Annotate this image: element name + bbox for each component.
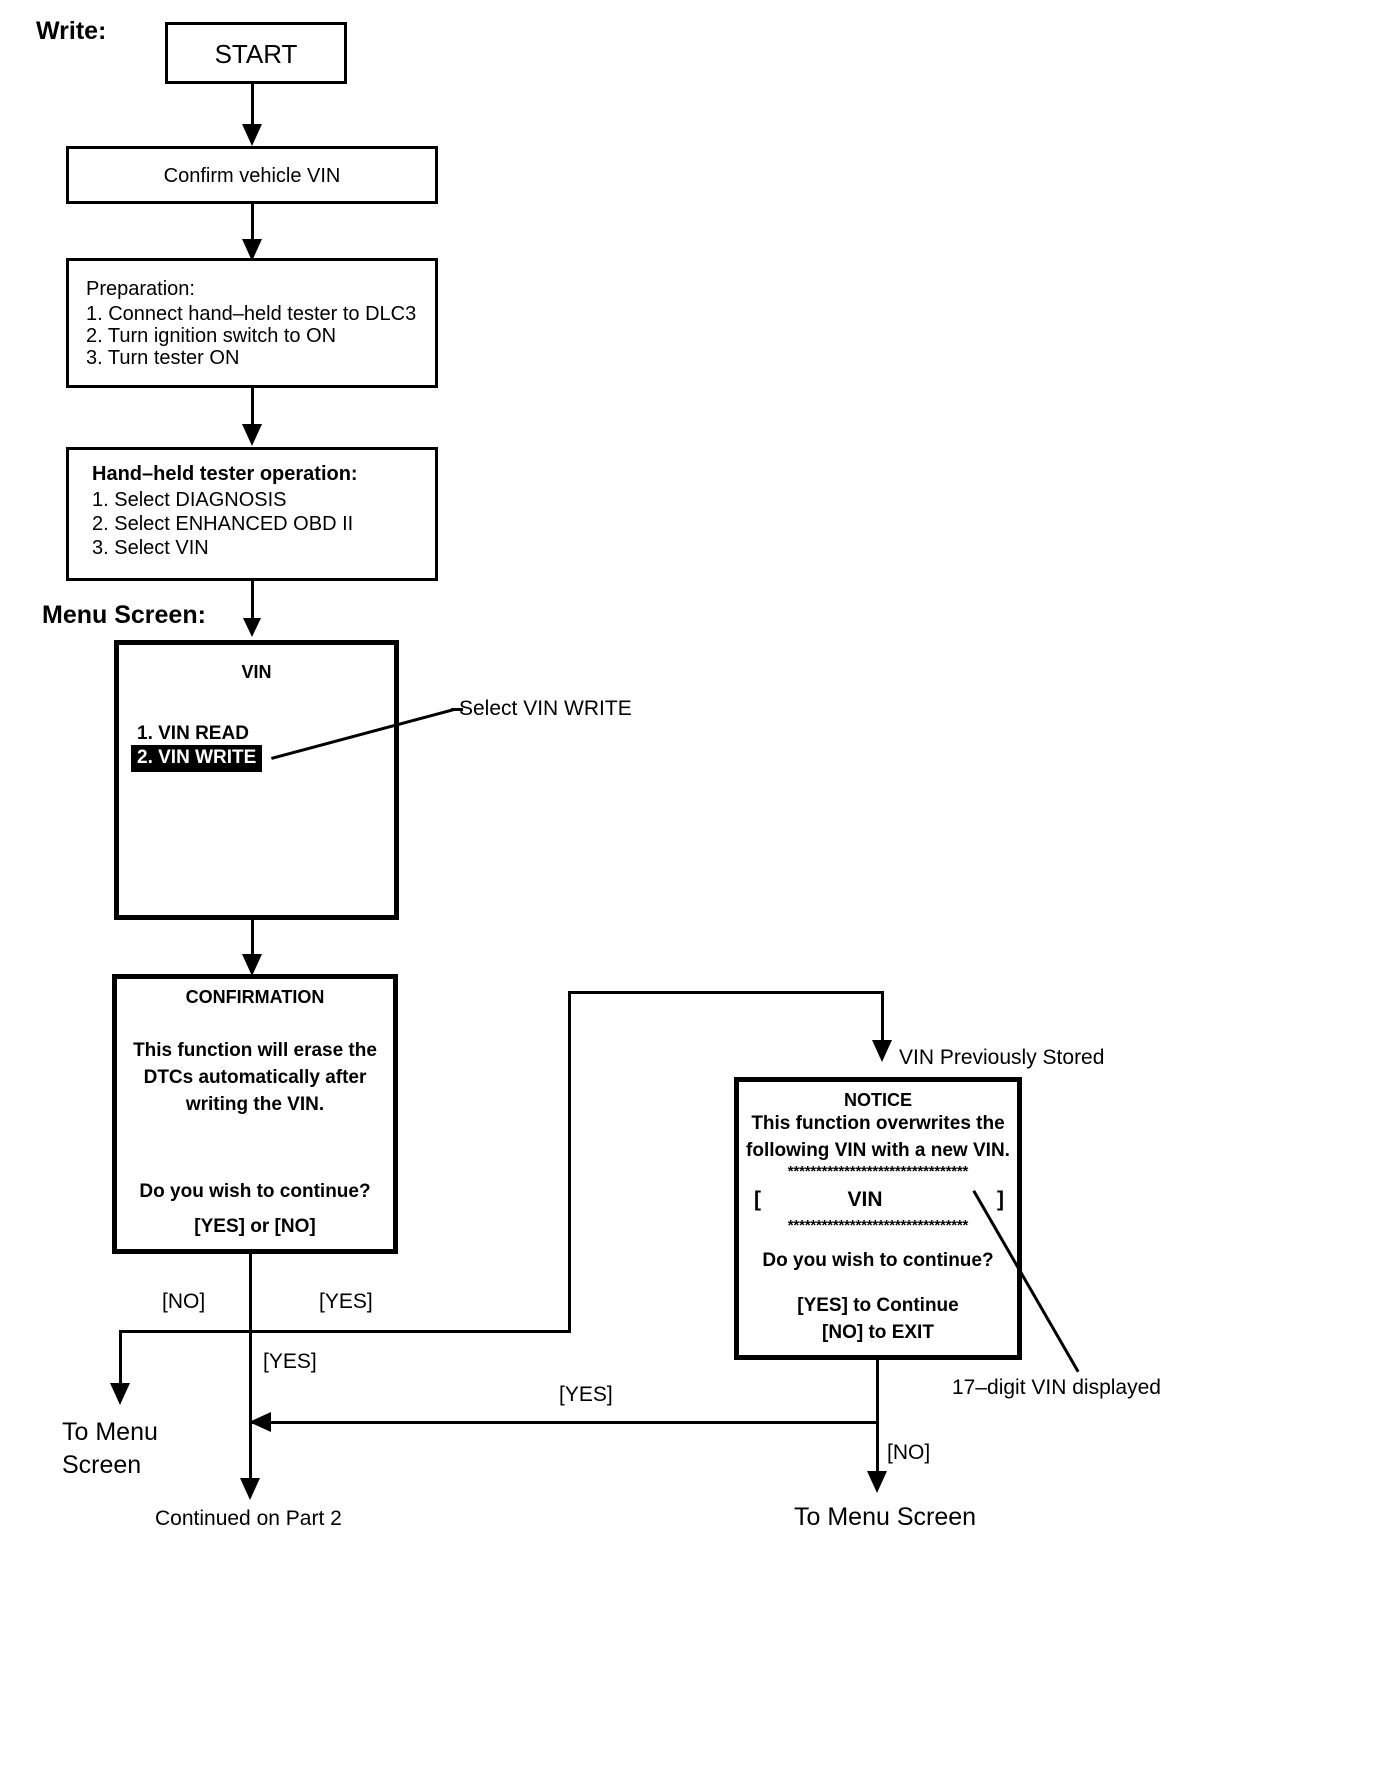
edge-notice-yes-left — [249, 1421, 879, 1424]
edge-vin-menu-to-confirmation — [251, 920, 254, 968]
node-preparation-heading: Preparation: — [86, 278, 195, 300]
screen-notice-option-yes: [YES] to Continue — [797, 1295, 959, 1316]
screen-notice-vin-bracket-close: ] — [996, 1188, 1004, 1211]
screen-confirmation — [112, 974, 398, 1254]
arrow-start-to-confirm — [242, 124, 262, 146]
arrow-confirmation-no — [110, 1383, 130, 1405]
screen-notice-option-no: [NO] to EXIT — [822, 1322, 934, 1343]
screen-notice-body-line-2: following VIN with a new VIN. — [746, 1140, 1010, 1161]
screen-notice-vin-bracket-open: [ — [754, 1188, 761, 1211]
node-tester-operation — [66, 447, 438, 581]
terminal-to-menu-screen-right: To Menu Screen — [794, 1503, 977, 1531]
screen-notice-separator-bottom: ******************************** — [787, 1217, 969, 1234]
edge-start-to-confirm — [251, 84, 254, 132]
screen-notice-question: Do you wish to continue? — [762, 1250, 994, 1271]
menu-item-vin-write-label: 2. VIN WRITE — [131, 745, 263, 772]
terminal-to-menu-screen-left-line-1: To Menu — [62, 1418, 158, 1446]
node-start-label: START — [214, 39, 298, 69]
arrow-preparation-to-operation — [242, 424, 262, 446]
edge-label-confirmation-yes-down: [YES] — [263, 1350, 317, 1373]
arrow-operation-to-vin-menu — [243, 618, 261, 637]
terminal-to-menu-screen-left-line-2: Screen — [62, 1451, 142, 1479]
edge-confirmation-stem — [249, 1254, 252, 1332]
edge-confirm-to-preparation — [251, 204, 254, 254]
edge-yes-to-notice-down — [881, 991, 884, 1047]
edge-label-notice-no: [NO] — [887, 1441, 931, 1464]
annotation-vin-previously-stored: VIN Previously Stored — [899, 1046, 1105, 1069]
node-preparation-step-1: 1. Connect hand–held tester to DLC3 — [86, 303, 417, 325]
edge-label-confirmation-no: [NO] — [162, 1290, 206, 1313]
node-preparation — [66, 258, 438, 388]
edge-notice-no-down — [876, 1421, 879, 1481]
node-start — [165, 22, 347, 84]
arrow-confirm-to-preparation — [242, 239, 262, 261]
label-menu-screen: Menu Screen: — [42, 601, 206, 629]
screen-confirmation-body-line-2: DTCs automatically after — [143, 1067, 367, 1088]
screen-notice-vin-line: [ VIN ] — [754, 1188, 1004, 1212]
edge-label-confirmation-yes-right: [YES] — [319, 1290, 373, 1313]
edge-confirmation-split-bar — [119, 1330, 571, 1333]
node-tester-operation-step-1: 1. Select DIAGNOSIS — [92, 489, 287, 511]
node-tester-operation-step-2: 2. Select ENHANCED OBD II — [92, 513, 354, 535]
edge-notice-stem — [876, 1360, 879, 1422]
edge-operation-to-vin-menu — [251, 581, 254, 623]
screen-notice-title: NOTICE — [843, 1090, 912, 1110]
arrow-notice-no — [867, 1471, 887, 1493]
arrow-vin-menu-to-confirmation — [242, 954, 262, 976]
screen-notice-vin-value: VIN — [847, 1188, 883, 1211]
screen-vin-menu-title: VIN — [241, 662, 272, 682]
edge-preparation-to-operation — [251, 388, 254, 438]
edge-confirmation-yes-top — [568, 991, 884, 994]
node-confirm-vin-label: Confirm vehicle VIN — [163, 165, 341, 187]
arrow-continued-part-2 — [240, 1478, 260, 1500]
arrow-notice-yes — [249, 1412, 271, 1432]
section-label-write: Write: — [36, 17, 107, 45]
terminal-continued-on-part-2: Continued on Part 2 — [155, 1507, 342, 1530]
screen-confirmation-title: CONFIRMATION — [185, 987, 325, 1007]
screen-vin-menu — [114, 640, 399, 920]
node-tester-operation-heading: Hand–held tester operation: — [92, 463, 358, 485]
screen-confirmation-question: Do you wish to continue? — [139, 1181, 371, 1202]
menu-item-vin-write[interactable]: 2. VIN WRITE — [131, 745, 263, 772]
screen-notice-separator-top: ******************************** — [787, 1163, 969, 1180]
annotation-select-vin-write: Select VIN WRITE — [459, 697, 632, 720]
edge-confirmation-yes-riser — [568, 991, 571, 1333]
screen-confirmation-body-line-3: writing the VIN. — [185, 1094, 325, 1115]
callout-tick-select-vin-write — [451, 708, 463, 711]
edge-label-notice-yes: [YES] — [559, 1383, 613, 1406]
node-tester-operation-step-3: 3. Select VIN — [92, 537, 209, 559]
arrow-yes-to-notice — [872, 1040, 892, 1062]
edge-confirmation-yes-down — [249, 1330, 252, 1490]
menu-item-vin-read[interactable]: 1. VIN READ — [137, 723, 249, 744]
screen-confirmation-options: [YES] or [NO] — [194, 1216, 316, 1237]
node-confirm-vin — [66, 146, 438, 204]
edge-confirmation-no-down — [119, 1330, 122, 1393]
annotation-vin-digits: 17–digit VIN displayed — [952, 1376, 1161, 1399]
node-preparation-step-2: 2. Turn ignition switch to ON — [86, 325, 337, 347]
node-preparation-step-3: 3. Turn tester ON — [86, 347, 240, 369]
screen-notice-body-line-1: This function overwrites the — [751, 1113, 1005, 1134]
screen-confirmation-body-line-1: This function will erase the — [133, 1040, 377, 1061]
screen-notice — [734, 1077, 1022, 1360]
